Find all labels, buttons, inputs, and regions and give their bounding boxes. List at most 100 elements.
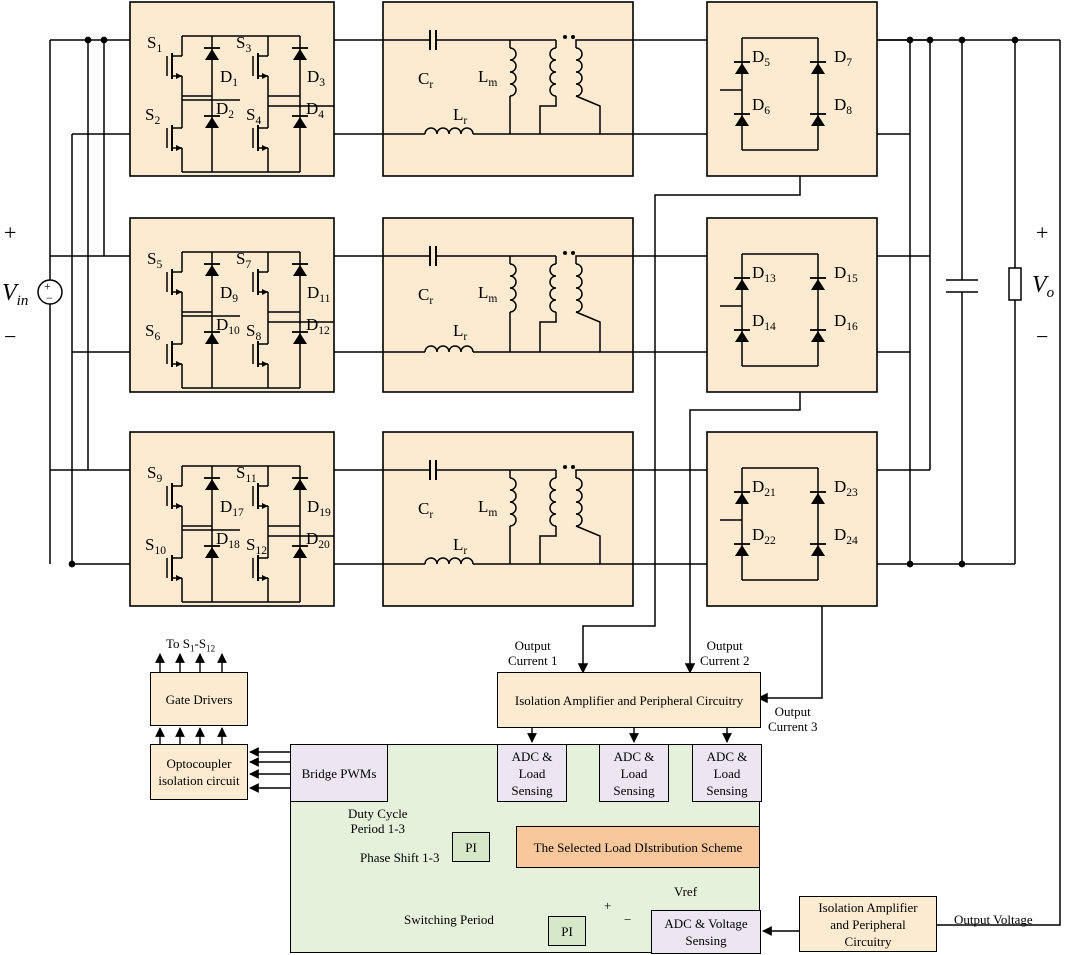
- transformer-primary: [549, 477, 557, 527]
- inductor-label: Lr: [453, 105, 467, 127]
- antiparallel-diode: [204, 331, 220, 344]
- resonant-tank-module: [382, 217, 634, 393]
- diode-label: D13: [752, 263, 776, 285]
- diode-label: D11: [307, 283, 331, 305]
- switch-mosfet: [252, 534, 269, 602]
- switch-mosfet: [252, 104, 269, 172]
- isolation-amplifier-current-label: Isolation Amplifier and Peripheral Circu…: [514, 692, 744, 708]
- capacitor-label: Cr: [418, 69, 433, 91]
- switch-mosfet: [252, 252, 269, 312]
- svg-text:+: +: [44, 279, 51, 293]
- output-plus-sign: +: [1036, 220, 1048, 245]
- full-bridge-module: [129, 1, 335, 177]
- switch-label: S7: [236, 249, 251, 271]
- resonant-inductor: [424, 127, 474, 135]
- load-distribution-scheme-block: The Selected Load DIstribution Scheme: [516, 826, 760, 868]
- diode-label: D17: [220, 497, 244, 519]
- resonant-tank-module: [382, 1, 634, 177]
- vin-label: Vin: [2, 280, 28, 309]
- junction-dot: [84, 36, 92, 44]
- rectifier-diode: [734, 277, 750, 290]
- switching-period-label: Switching Period: [404, 912, 494, 927]
- rectifier-diode: [734, 113, 750, 126]
- rectifier-diode: [734, 61, 750, 74]
- magnetizing-inductor: [509, 263, 517, 313]
- switch-label: S11: [236, 463, 257, 485]
- transformer-primary: [549, 47, 557, 97]
- optocoupler-label-1: Optocoupler: [166, 756, 232, 771]
- diode-label: D12: [306, 315, 330, 337]
- diode-label: D4: [306, 99, 324, 121]
- phase-shift-label: Phase Shift 1-3: [360, 850, 440, 865]
- diode-label: D23: [834, 477, 858, 499]
- diode-label: D9: [220, 283, 238, 305]
- rectifier-diode: [810, 329, 826, 342]
- vo-label: Vo: [1032, 272, 1055, 301]
- diode-label: D24: [834, 525, 858, 547]
- diode-label: D16: [834, 311, 858, 333]
- junction-dot: [906, 36, 914, 44]
- antiparallel-diode: [204, 47, 220, 60]
- diode-label: D10: [216, 315, 240, 337]
- junction-dot: [926, 36, 934, 44]
- output-voltage-label: Output Voltage: [954, 912, 1033, 927]
- output-minus-sign: −: [1036, 324, 1048, 349]
- antiparallel-diode: [292, 47, 308, 60]
- transformer-secondary: [575, 47, 583, 97]
- switch-label: S9: [147, 463, 162, 485]
- inductor-label: Lr: [453, 535, 467, 557]
- source-plus-sign: +: [4, 220, 16, 245]
- to-switches-label: To S1-S12: [166, 636, 216, 654]
- junction-dot: [906, 560, 914, 568]
- junction-dot: [958, 36, 966, 44]
- magnetizing-inductor: [509, 477, 517, 527]
- sum-minus-sign: −: [624, 912, 632, 927]
- full-bridge-module: [129, 217, 335, 393]
- diode-label: D19: [307, 497, 331, 519]
- switch-label: S1: [147, 33, 162, 55]
- switch-label: S4: [246, 105, 261, 127]
- diode-label: D7: [834, 47, 852, 69]
- switch-label: S12: [246, 535, 267, 557]
- optocoupler-block: Optocoupler isolation circuit: [150, 744, 248, 800]
- capacitor-label: Cr: [418, 285, 433, 307]
- rectifier-diode: [734, 329, 750, 342]
- vref-label: Vref: [674, 884, 698, 899]
- sum-plus-sign: +: [604, 898, 612, 913]
- diode-label: D14: [752, 311, 776, 333]
- antiparallel-diode: [292, 477, 308, 490]
- junction-dot: [100, 36, 108, 44]
- rectifier-module: [706, 1, 878, 177]
- full-bridge-module: [129, 431, 335, 607]
- switch-label: S2: [145, 105, 160, 127]
- diode-label: D2: [216, 99, 234, 121]
- gate-drivers-label: Gate Drivers: [165, 691, 233, 707]
- switch-mosfet: [252, 36, 269, 96]
- bridge-pwms-block: Bridge PWMs: [290, 744, 388, 802]
- antiparallel-diode: [204, 545, 220, 558]
- diode-label: D21: [752, 477, 776, 499]
- rectifier-module: [706, 217, 878, 393]
- magnetizing-inductor: [509, 47, 517, 97]
- antiparallel-diode: [204, 263, 220, 276]
- antiparallel-diode: [292, 115, 308, 128]
- switch-mosfet: [166, 252, 183, 312]
- switch-mosfet: [166, 104, 183, 172]
- svg-text:−: −: [46, 291, 53, 305]
- inductor-label: Lm: [478, 497, 497, 519]
- optocoupler-label-2: isolation circuit: [158, 773, 240, 788]
- antiparallel-diode: [204, 115, 220, 128]
- switch-mosfet: [166, 466, 183, 526]
- resonant-inductor: [424, 345, 474, 353]
- resonant-inductor: [424, 557, 474, 565]
- switch-label: S8: [246, 321, 261, 343]
- switch-mosfet: [166, 534, 183, 602]
